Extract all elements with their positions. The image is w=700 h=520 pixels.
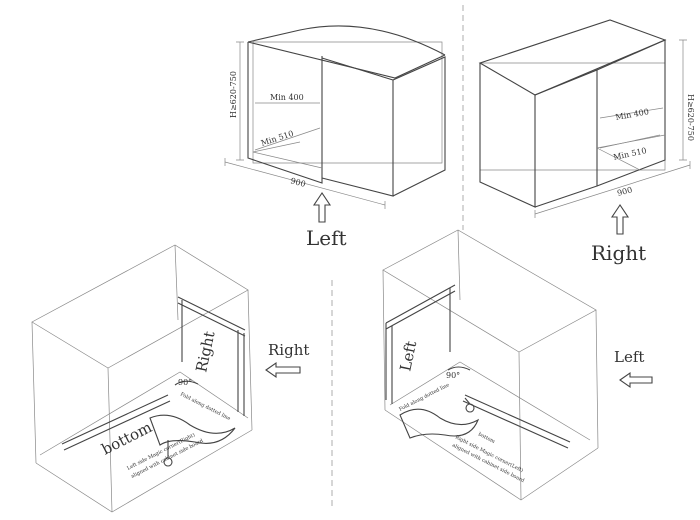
bottom-right-line-label: Fold along dotted line xyxy=(398,382,450,413)
bottom-right-rail-label: Left xyxy=(396,339,420,372)
top-right-up-arrow-icon xyxy=(610,204,630,235)
top-left-width-dim: Min 400 xyxy=(270,93,304,102)
bottom-left-angle-label: 90° xyxy=(178,378,192,387)
bottom-left-rail-label: Right xyxy=(192,330,218,374)
top-right-direction-label: Right xyxy=(591,241,646,265)
top-right-base-dim: 900 xyxy=(616,185,633,198)
top-left-direction-label: Left xyxy=(306,226,347,250)
top-right-depth-dim: Min 510 xyxy=(613,146,648,162)
top-right-height-dim: H≥620-750 xyxy=(686,94,695,141)
bottom-right-bottom-label: bottom xyxy=(477,431,496,445)
top-left-up-arrow-icon xyxy=(312,192,332,223)
bottom-left-left-arrow-icon xyxy=(265,361,301,379)
top-left-height-dim: H≥620-750 xyxy=(229,71,238,118)
bottom-left-bottom-label: bottom xyxy=(99,418,155,459)
bottom-left-arrow-label: Right xyxy=(268,341,309,359)
top-left-base-dim: 900 xyxy=(289,176,306,189)
bottom-left-cabinet xyxy=(31,244,253,513)
top-right-width-dim: Min 400 xyxy=(615,107,650,122)
top-left-depth-dim: Min 510 xyxy=(260,129,295,148)
bottom-right-left-arrow-icon xyxy=(619,371,653,389)
top-right-cabinet xyxy=(478,19,691,218)
bottom-right-angle-label: 90° xyxy=(446,371,460,380)
bottom-left-line-label: Fold along dotted line xyxy=(179,391,231,422)
bottom-right-cabinet xyxy=(382,229,599,501)
top-left-cabinet xyxy=(224,25,446,209)
bottom-right-arrow-label: Left xyxy=(614,348,644,366)
